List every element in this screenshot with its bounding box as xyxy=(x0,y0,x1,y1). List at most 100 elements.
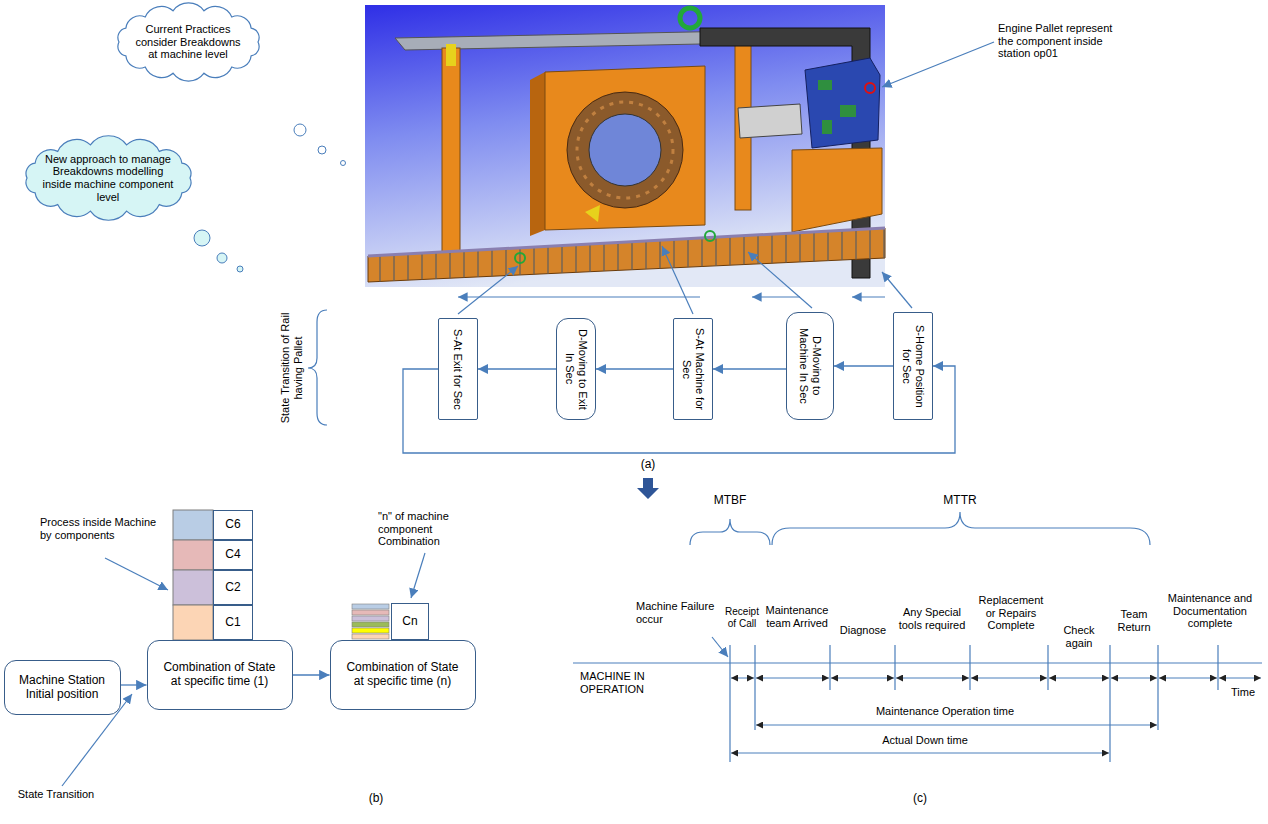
flow-arrow xyxy=(478,368,556,369)
timeline xyxy=(730,645,1261,762)
timeline xyxy=(1049,678,1109,679)
component-stack xyxy=(352,610,389,615)
process-box: Combination of State at specific time (1… xyxy=(147,640,293,710)
state-box: D-Moving to Exit In Sec xyxy=(556,318,596,420)
flow-arrow xyxy=(121,684,147,685)
leader-line xyxy=(458,42,994,314)
cloud-trail xyxy=(341,161,346,166)
timeline xyxy=(969,645,970,690)
machine-illustration xyxy=(365,5,885,287)
down-arrow xyxy=(637,478,659,499)
component-stack xyxy=(173,605,213,640)
timeline xyxy=(731,678,754,679)
node-text: Combination of State at specific time (1… xyxy=(158,661,282,689)
component-stack xyxy=(173,510,213,540)
node-text: D-Moving to Exit In Sec xyxy=(563,327,588,412)
node-text: C1 xyxy=(225,616,240,630)
text-group: Machine Station Initial position xyxy=(13,674,112,702)
machine-illustration xyxy=(368,228,885,282)
machine-illustration xyxy=(865,83,875,93)
flow-arrow xyxy=(713,368,786,369)
timeline xyxy=(1219,678,1261,679)
machine-illustration xyxy=(738,104,802,138)
component-box: C1 xyxy=(213,605,253,640)
text-group: S-At Exit for Sec xyxy=(452,325,465,414)
text-group: Current Practices consider Breakdowns at… xyxy=(133,23,244,61)
machine-illustration xyxy=(545,66,705,230)
cloud-trail xyxy=(318,146,326,154)
leader-line xyxy=(662,246,693,314)
leader-line xyxy=(882,272,912,308)
thought-cloud: New approach to manage Breakdowns modell… xyxy=(19,136,198,220)
step-label: Any Special tools required xyxy=(896,606,968,631)
text-group: C1 xyxy=(225,616,240,630)
state-label: MACHINE IN OPERATION xyxy=(580,670,660,695)
text-group: C2 xyxy=(225,581,240,595)
node-text: S-At Exit for Sec xyxy=(452,325,465,414)
timeline xyxy=(756,725,1157,726)
component-stack xyxy=(352,628,389,633)
panel-label: (c) xyxy=(904,792,936,806)
thought-cloud: Current Practices consider Breakdowns at… xyxy=(111,2,266,82)
component-stack xyxy=(352,634,389,639)
machine-illustration xyxy=(805,58,880,148)
component-box: C2 xyxy=(213,570,253,605)
component-box: Cn xyxy=(391,603,429,640)
machine-illustration xyxy=(442,48,460,263)
state-box: S-At Exit for Sec xyxy=(438,318,478,420)
leader-line xyxy=(882,42,994,87)
brace xyxy=(772,512,1150,545)
timeline xyxy=(756,678,829,679)
node-text: New approach to manage Breakdowns modell… xyxy=(43,153,174,204)
cloud-outline xyxy=(25,136,190,220)
axis-label: Time xyxy=(1222,686,1264,699)
timeline xyxy=(1111,678,1157,679)
process-box: Combination of State at specific time (n… xyxy=(330,640,476,710)
component-box: C4 xyxy=(213,540,253,570)
machine-illustration xyxy=(567,92,683,208)
cloud-trail xyxy=(237,266,243,272)
text-group: Cn xyxy=(402,615,417,629)
text-group: D-Moving to Machine In Sec xyxy=(797,321,822,412)
process-box: Machine Station Initial position xyxy=(4,660,121,715)
timeline xyxy=(1217,645,1218,690)
timeline xyxy=(1047,645,1048,690)
timeline xyxy=(729,645,730,762)
bracket xyxy=(308,310,327,425)
timeline xyxy=(573,662,1262,663)
node-text: Current Practices consider Breakdowns at… xyxy=(133,23,244,61)
state-box: D-Moving to Machine In Sec xyxy=(786,312,834,420)
machine-illustration xyxy=(680,8,700,28)
leader-line xyxy=(852,296,885,297)
cloud-trail xyxy=(217,253,227,263)
timeline xyxy=(731,753,1109,754)
leader-line xyxy=(458,296,700,297)
timeline xyxy=(831,678,894,679)
step-label: Check again xyxy=(1050,624,1108,649)
cloud-trail xyxy=(294,124,346,166)
machine-illustration xyxy=(822,120,832,134)
panel-label: (b) xyxy=(360,792,392,806)
machine-illustration xyxy=(818,80,832,90)
text-group: Combination of State at specific time (1… xyxy=(158,661,282,689)
machine-illustration xyxy=(368,228,885,282)
callout-label: "n" of machine component Combination xyxy=(378,510,490,548)
timeline xyxy=(829,645,830,690)
text-group: S-Home Position for Sec xyxy=(900,319,925,414)
leader-line xyxy=(411,553,425,598)
text-group: Combination of State at specific time (n… xyxy=(341,661,465,689)
step-label: Replacement or Repairs Complete xyxy=(974,594,1048,632)
machine-illustration xyxy=(705,231,715,241)
machine-illustration xyxy=(840,105,856,117)
component-stack xyxy=(173,510,213,640)
brace xyxy=(690,512,1150,545)
leader-line xyxy=(62,694,132,786)
leader-line xyxy=(62,553,425,786)
step-label: Receipt of Call xyxy=(722,606,762,629)
node-text: C4 xyxy=(225,548,240,562)
cloud-trail xyxy=(194,230,210,246)
leader-line xyxy=(105,558,168,590)
node-text: C2 xyxy=(225,581,240,595)
